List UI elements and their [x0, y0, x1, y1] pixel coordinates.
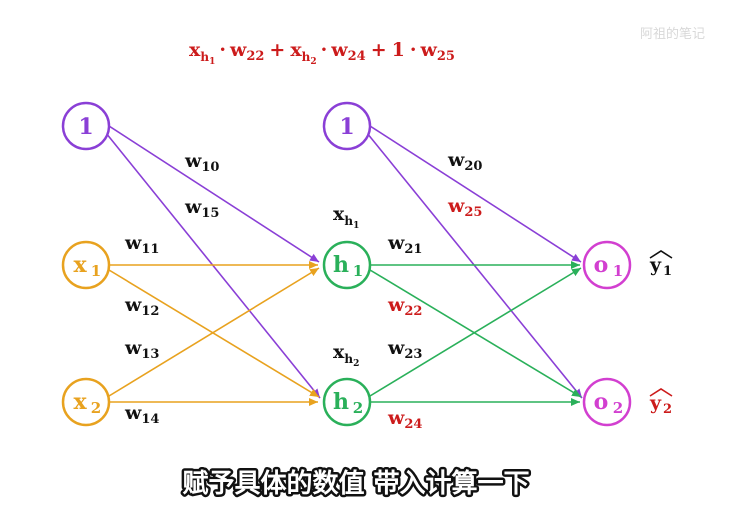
svg-text:1: 1: [91, 262, 101, 280]
formula: xh1·w22+xh2·w24+1·w25: [189, 39, 455, 67]
node-x1: x 1: [61, 240, 111, 290]
edge-bias2-o1: [369, 125, 582, 263]
edge-bias-h1: [108, 125, 320, 263]
hidden-value-xh1: xh1: [333, 203, 359, 231]
svg-text:h: h: [333, 389, 349, 415]
node-bias-hidden: 1: [322, 101, 372, 151]
weight-w10: w10: [184, 150, 219, 175]
svg-text:1: 1: [78, 114, 93, 140]
svg-text:x: x: [73, 252, 87, 278]
weight-w14: w14: [124, 402, 159, 427]
watermark: 阿祖的笔记: [640, 26, 705, 42]
weight-w24: w24: [387, 407, 422, 432]
node-h2: h 2: [322, 377, 372, 427]
output-y2-hat: y 2: [649, 388, 673, 417]
svg-text:2: 2: [91, 399, 101, 417]
weight-w21: w21: [387, 232, 422, 257]
edge-x1-h2: [108, 269, 320, 398]
svg-text:2: 2: [613, 399, 623, 417]
svg-text:o: o: [594, 252, 609, 278]
edge-x2-h1: [108, 267, 320, 397]
weight-w20: w20: [447, 149, 482, 174]
node-x2: x 2: [61, 377, 111, 427]
svg-text:1: 1: [663, 264, 672, 279]
output-y1-hat: y 1: [649, 250, 673, 279]
node-h1: h 1: [322, 240, 372, 290]
weight-w11: w11: [124, 232, 159, 257]
weight-w25: w25: [447, 195, 482, 220]
svg-text:y: y: [649, 392, 662, 414]
svg-text:x: x: [73, 389, 87, 415]
node-bias-input: 1: [61, 101, 111, 151]
svg-text:h: h: [333, 252, 349, 278]
weight-w23: w23: [387, 337, 422, 362]
hidden-value-xh2: xh2: [333, 341, 359, 369]
svg-text:2: 2: [663, 402, 672, 417]
weight-w13: w13: [124, 337, 159, 362]
weight-w15: w15: [184, 196, 219, 221]
node-o2: o 2: [582, 377, 632, 427]
weight-w22: w22: [387, 294, 422, 319]
node-o1: o 1: [582, 240, 632, 290]
edge-h2-o1: [369, 267, 582, 397]
edge-h1-o2: [369, 269, 582, 398]
svg-text:1: 1: [353, 262, 363, 280]
svg-text:y: y: [649, 254, 662, 276]
svg-text:o: o: [594, 389, 609, 415]
svg-text:1: 1: [339, 114, 354, 140]
svg-text:1: 1: [613, 262, 623, 280]
weight-w12: w12: [124, 294, 159, 319]
svg-text:2: 2: [353, 399, 363, 417]
caption: 赋予具体的数值 带入计算一下: [182, 468, 529, 499]
